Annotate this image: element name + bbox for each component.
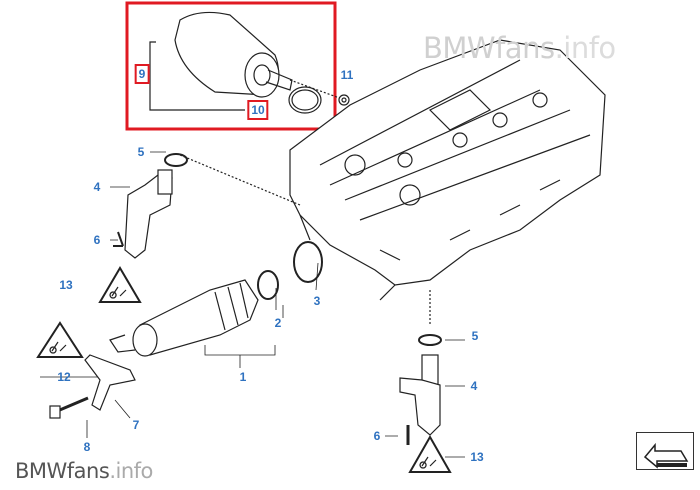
warning-triangle-13b (408, 434, 452, 473)
callout-8[interactable]: 8 (83, 440, 91, 454)
part-9-drawing (149, 11, 293, 111)
callout-10[interactable]: 10 (247, 100, 269, 120)
watermark-suffix: .info (554, 31, 617, 65)
watermark-top: BMWfans.info (423, 34, 616, 63)
sensor-4-upper (124, 169, 173, 259)
callout-9[interactable]: 9 (134, 64, 150, 84)
cylinder-head-drawing (289, 39, 606, 301)
callout-2[interactable]: 2 (274, 316, 282, 330)
callout-4-lower[interactable]: 4 (470, 379, 478, 393)
highlight-box (125, 1, 337, 131)
watermark-brand: BMWfans (423, 31, 555, 65)
part-10-ring (288, 86, 322, 114)
solenoid-valve (109, 279, 259, 357)
part-11-nut (338, 94, 350, 106)
callout-5-upper[interactable]: 5 (137, 145, 145, 159)
watermark-brand: BMWfans (15, 459, 110, 483)
callout-6-lower[interactable]: 6 (373, 429, 381, 443)
warning-triangle-13a (98, 266, 142, 303)
callout-6-upper[interactable]: 6 (93, 233, 101, 247)
watermark-bottom: BMWfans.info (15, 461, 153, 482)
callout-1[interactable]: 1 (239, 370, 247, 384)
callout-11[interactable]: 11 (340, 68, 354, 82)
watermark-suffix: .info (109, 459, 153, 483)
callout-5-lower[interactable]: 5 (471, 329, 479, 343)
callout-12[interactable]: 12 (57, 370, 71, 384)
sensor-4-lower (399, 354, 441, 436)
return-arrow-icon (643, 442, 689, 469)
callout-13-upper[interactable]: 13 (59, 278, 73, 292)
callout-13-lower[interactable]: 13 (470, 450, 484, 464)
callout-7[interactable]: 7 (132, 418, 140, 432)
return-button[interactable] (636, 432, 694, 470)
warning-triangle-12 (36, 321, 84, 358)
callout-3[interactable]: 3 (313, 294, 321, 308)
callout-4-upper[interactable]: 4 (93, 180, 101, 194)
